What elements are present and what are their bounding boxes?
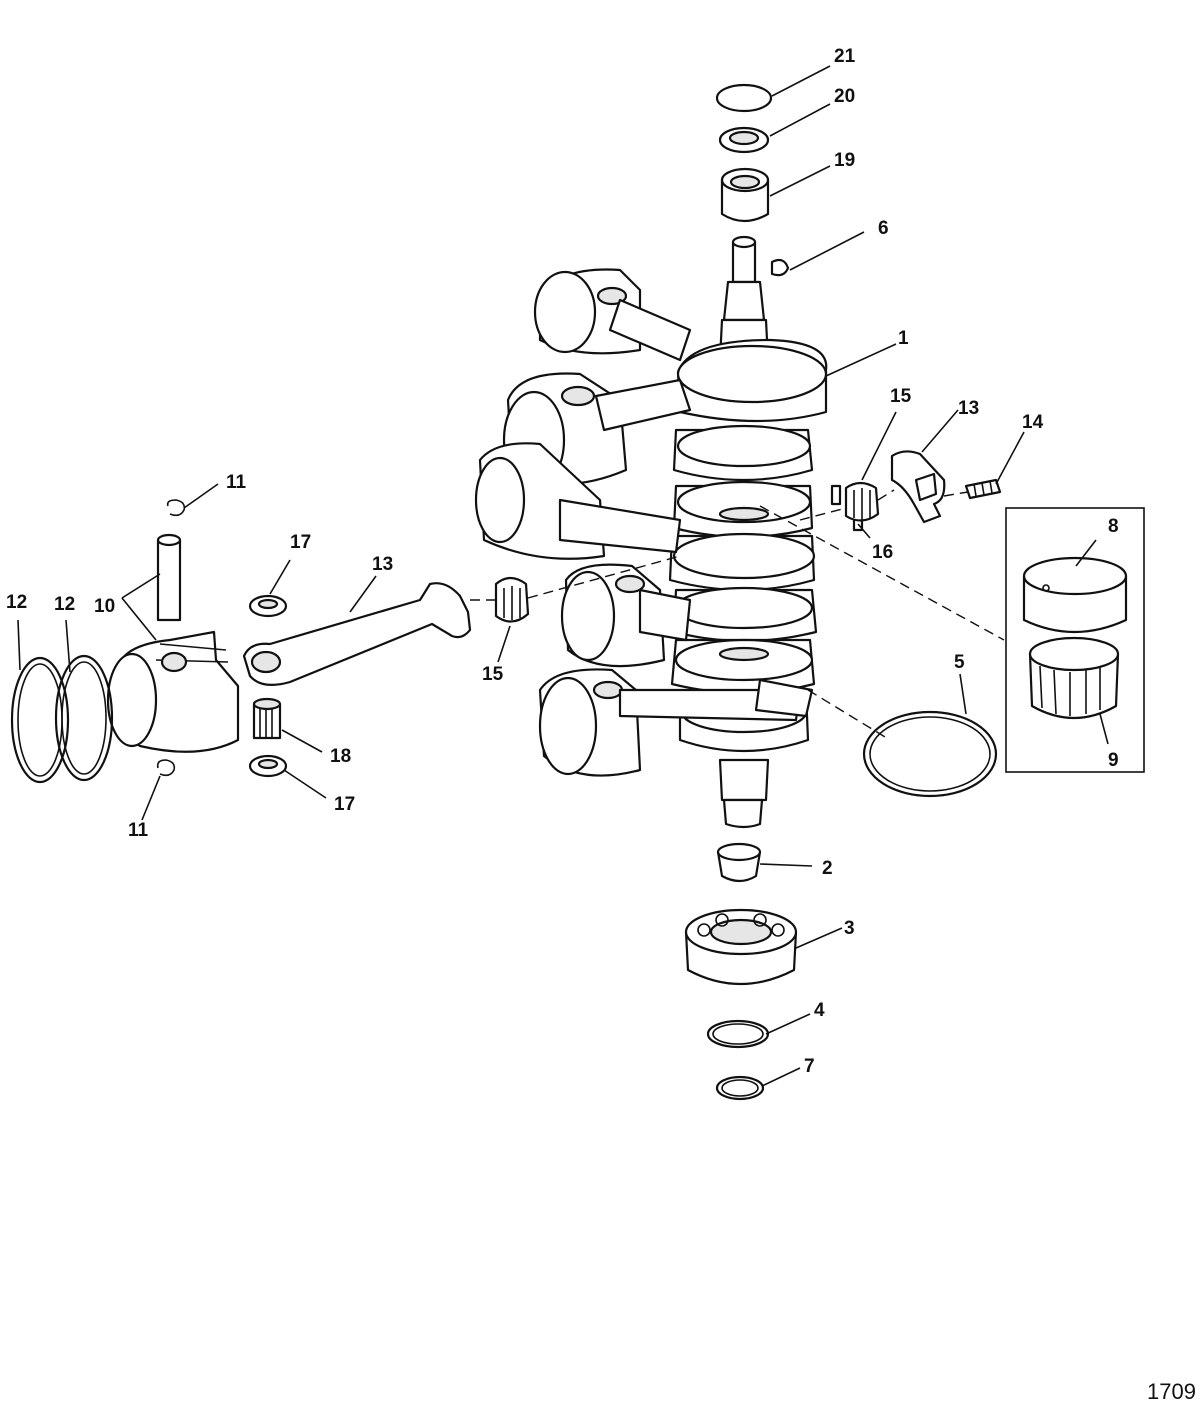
callout-3: 3	[844, 918, 855, 939]
callout-10: 10	[94, 596, 115, 617]
needle-bearing-18	[252, 697, 282, 740]
crankshaft-1	[668, 235, 828, 829]
washer-17-bottom	[248, 754, 288, 778]
rod-cap-13-right	[890, 450, 946, 524]
callout-14: 14	[1022, 412, 1044, 433]
callout-12-outer: 12	[6, 592, 27, 613]
callout-8: 8	[1108, 516, 1119, 537]
bearing-cage-15-right	[844, 481, 880, 522]
inset-box	[1005, 507, 1145, 773]
callout-21: 21	[834, 46, 856, 67]
seal-ring-20	[718, 126, 770, 154]
callout-20: 20	[834, 86, 855, 107]
ball-bearing-3	[684, 908, 798, 985]
callout-16: 16	[872, 542, 893, 563]
callout-7: 7	[804, 1056, 815, 1077]
retaining-ring-5	[862, 710, 998, 798]
leader-lines	[17, 65, 1109, 1087]
callout-15-left: 15	[482, 664, 504, 685]
callout-6: 6	[878, 218, 889, 239]
bushing-2	[716, 842, 762, 883]
piston-10	[106, 630, 240, 753]
callout-17-bottom: 17	[334, 794, 355, 815]
callout-17-top: 17	[290, 532, 311, 553]
piston-assembly-lower	[538, 668, 814, 777]
callout-19: 19	[834, 150, 855, 171]
piston-assembly-upper-rear	[533, 268, 692, 362]
washer-17-top	[248, 594, 288, 618]
callout-15-right: 15	[890, 386, 912, 407]
piston-assembly-middle-front	[560, 563, 692, 668]
snap-ring-4	[706, 1019, 770, 1049]
screw-14	[964, 478, 1002, 500]
connecting-rod-13-left	[242, 582, 472, 687]
callout-13-right: 13	[958, 398, 979, 419]
callout-11-bottom: 11	[128, 820, 149, 841]
piston-assembly-middle-rear	[474, 442, 682, 560]
figure-number: 1709	[1147, 1379, 1196, 1404]
callout-12-inner: 12	[54, 594, 75, 615]
bearing-sleeve-19	[720, 167, 770, 223]
callout-2: 2	[822, 858, 833, 879]
piston-pin-10	[156, 533, 182, 622]
shim-7	[715, 1075, 765, 1101]
bearing-race-8	[1022, 556, 1128, 634]
callout-11-top: 11	[226, 472, 247, 493]
callout-9: 9	[1108, 750, 1119, 771]
bearing-cage-15-left	[494, 576, 530, 623]
assembly-lines	[470, 489, 1005, 741]
callout-5: 5	[954, 652, 965, 673]
key-6	[770, 258, 790, 277]
piston-ring-12-outer	[10, 656, 70, 784]
seal-disc-21	[715, 83, 773, 113]
retaining-ring-11-top	[166, 499, 186, 517]
piston-ring-12-inner	[54, 654, 114, 782]
retaining-ring-11-bottom	[156, 759, 176, 777]
callout-4: 4	[814, 1000, 825, 1021]
callout-labels: 21 20 19 6 1 15 13 14 8 16 11 17 13 12 1…	[6, 46, 1119, 1077]
callout-1: 1	[898, 328, 909, 349]
roller-bearing-9	[1028, 636, 1120, 720]
callout-13-left: 13	[372, 554, 393, 575]
callout-18: 18	[330, 746, 351, 767]
